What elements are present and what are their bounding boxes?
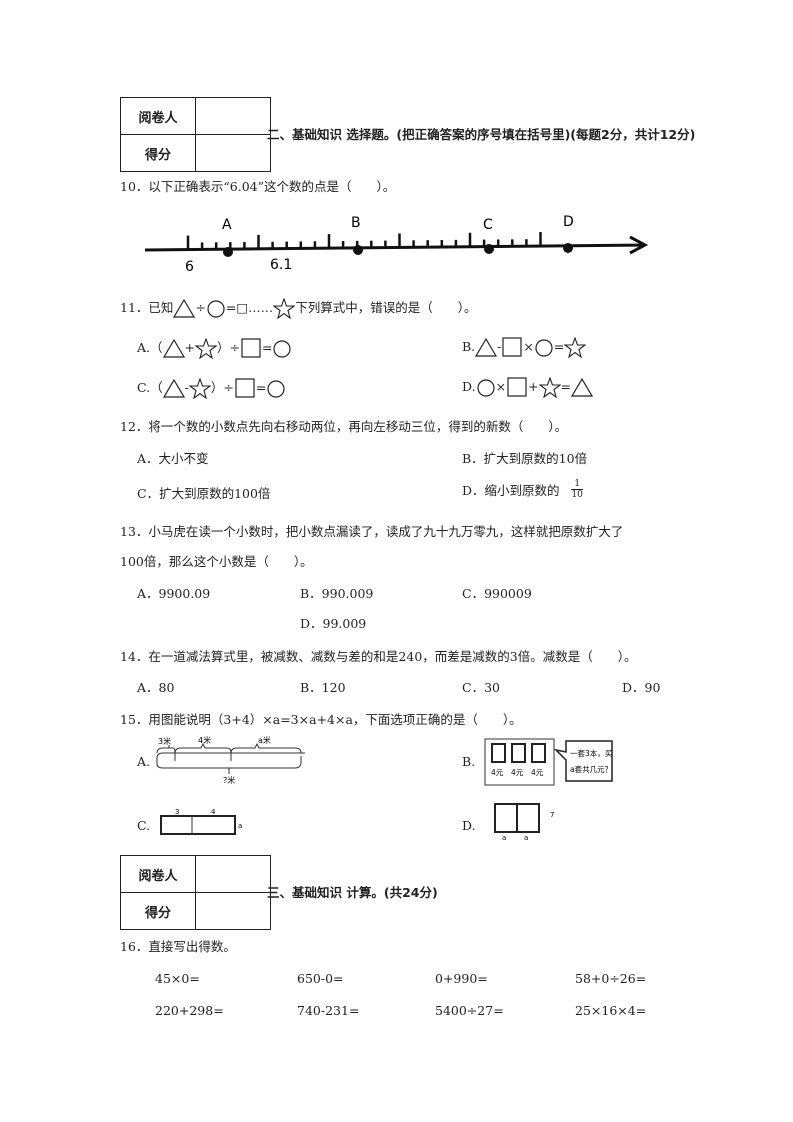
square-icon (507, 377, 527, 397)
calc-item: 45×0= (155, 971, 200, 986)
svg-text:a米: a米 (258, 736, 271, 745)
star-icon (189, 378, 211, 399)
score-label: 得分 (120, 892, 196, 930)
score-cell (195, 134, 271, 172)
q11-option-b: B.-×= (462, 337, 586, 358)
q14-option-c: C．30 (462, 680, 500, 695)
svg-text:4: 4 (211, 808, 216, 816)
q13-option-c: C．990009 (462, 586, 532, 601)
triangle-icon (571, 378, 593, 397)
circle-icon (273, 339, 292, 358)
q11-option-c: C.（-）÷= (137, 377, 286, 399)
q11-text: 11．已知÷=□……下列算式中，错误的是（ ）。 (120, 297, 476, 319)
figure-a-segment-diagram: 3米 4米 a米 ?米 (156, 736, 305, 785)
circle-icon (207, 299, 225, 318)
score-table-section2: 阅卷人 得分 (120, 97, 271, 172)
square-icon (502, 337, 523, 357)
figure-c-rectangle: 3 4 a (160, 808, 242, 835)
tick-label-6: 6 (185, 259, 194, 275)
svg-text:a: a (238, 822, 242, 830)
reviewer-label: 阅卷人 (120, 97, 196, 135)
triangle-icon (475, 338, 497, 357)
q16-text: 16．直接写出得数。 (120, 939, 236, 954)
svg-text:4元: 4元 (491, 768, 504, 777)
svg-text:4米: 4米 (198, 736, 211, 745)
svg-text:3米: 3米 (158, 736, 171, 746)
q12-option-a: A．大小不变 (137, 451, 209, 466)
q15-option-b: B. (462, 754, 476, 769)
q12-option-c: C．扩大到原数的100倍 (137, 486, 271, 501)
calc-item: 220+298= (155, 1003, 224, 1018)
star-icon (273, 298, 295, 319)
calc-item: 25×16×4= (575, 1003, 647, 1018)
reviewer-label: 阅卷人 (120, 855, 196, 893)
calc-item: 58+0÷26= (575, 971, 647, 986)
svg-text:3: 3 (175, 808, 179, 816)
circle-icon (535, 338, 553, 357)
q15-option-c: C. (137, 818, 151, 833)
score-table-section3: 阅卷人 得分 (120, 855, 271, 930)
svg-text:一套3本，买: 一套3本，买 (570, 748, 613, 758)
score-cell (195, 892, 271, 930)
score-label: 得分 (120, 134, 196, 172)
svg-text:7: 7 (550, 811, 554, 819)
q15-option-a: A. (137, 754, 151, 769)
q12-text: 12．将一个数的小数点先向右移动两位，再向左移动三位，得到的新数（ ）。 (120, 419, 568, 434)
square-icon (241, 338, 261, 358)
star-icon (195, 338, 217, 359)
triangle-icon (162, 379, 185, 398)
q13-line2: 100倍，那么这个小数是（ ）。 (120, 554, 313, 569)
svg-text:a: a (502, 834, 506, 842)
q11-option-d: D.×+= (462, 377, 593, 398)
calc-item: 5400÷27= (435, 1003, 504, 1018)
q13-option-b: B．990.009 (300, 586, 374, 601)
circle-icon (476, 378, 495, 397)
q13-line1: 13．小马虎在读一个小数时，把小数点漏读了，读成了九十九万零九，这样就把原数扩大… (120, 524, 624, 539)
svg-text:4元: 4元 (531, 768, 544, 777)
calc-item: 0+990= (435, 971, 488, 986)
figure-b-books-diagram: 4元 4元 4元 一套3本，买 a套共几元？ (484, 738, 613, 786)
calc-item: 650-0= (297, 971, 344, 986)
q14-option-a: A．80 (137, 680, 175, 695)
triangle-icon (173, 299, 196, 318)
reviewer-cell (195, 855, 271, 893)
point-d: D (563, 214, 574, 230)
q15-option-d: D. (462, 818, 476, 833)
point-a: A (222, 217, 232, 233)
q11-option-a: A.（+）÷= (137, 337, 292, 359)
triangle-icon (162, 339, 185, 358)
calc-item: 740-231= (297, 1003, 360, 1018)
reviewer-cell (195, 97, 271, 135)
svg-text:?米: ?米 (223, 775, 235, 785)
number-line: A B C D 6 6.1 (144, 214, 649, 275)
figure-d-rectangle: a a 7 (494, 803, 554, 842)
q13-option-a: A．9900.09 (137, 586, 211, 601)
section3-title: 三、基础知识 计算。(共24分) (267, 885, 438, 900)
q12-option-b: B．扩大到原数的10倍 (462, 451, 588, 466)
point-c: C (483, 217, 493, 233)
q14-text: 14．在一道减法算式里，被减数、减数与差的和是240，而差是减数的3倍。减数是（… (120, 649, 637, 664)
point-b: B (351, 215, 361, 231)
star-icon (538, 377, 561, 398)
tick-label-6-1: 6.1 (270, 257, 292, 273)
section2-title: 二、基础知识 选择题。(把正确答案的序号填在括号里)(每题2分，共计12分) (267, 127, 696, 142)
circle-icon (267, 379, 285, 398)
q14-option-b: B．120 (300, 680, 346, 695)
q10-text: 10．以下正确表示“6.04”这个数的点是（ ）。 (120, 179, 396, 194)
svg-text:4元: 4元 (511, 768, 524, 777)
q15-text: 15．用图能说明（3+4）×a=3×a+4×a，下面选项正确的是（ ）。 (120, 712, 522, 727)
star-icon (564, 337, 586, 358)
q13-option-d: D．99.009 (300, 616, 367, 631)
svg-text:a套共几元？: a套共几元？ (570, 764, 612, 774)
q14-option-d: D．90 (622, 680, 661, 695)
square-icon (235, 378, 255, 398)
svg-text:a: a (524, 834, 528, 842)
